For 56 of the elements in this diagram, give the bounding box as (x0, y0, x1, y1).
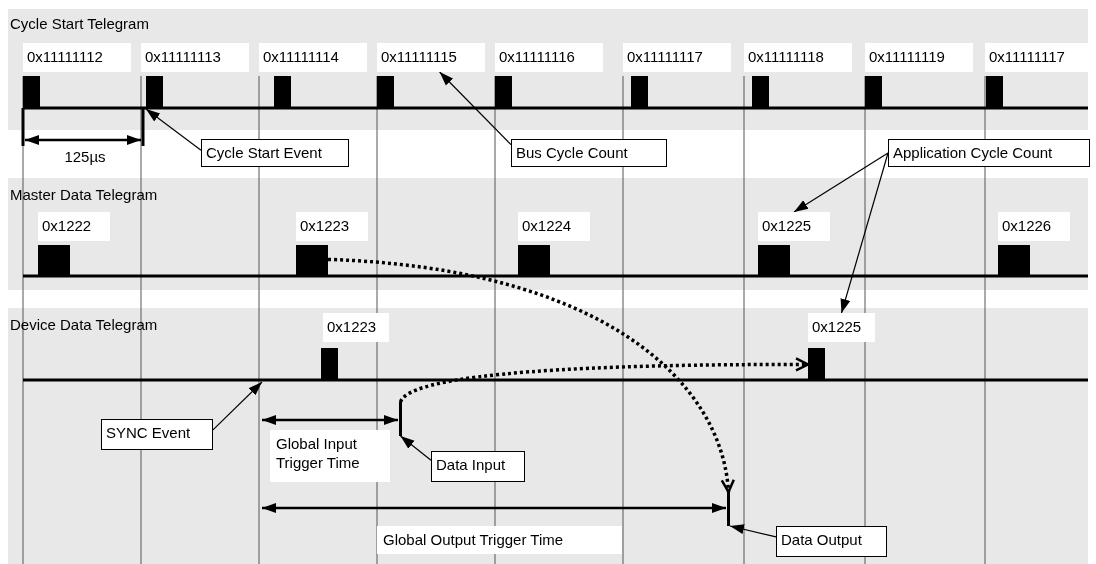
timeline-band (8, 308, 1088, 564)
callout-label: Data Output (776, 526, 887, 557)
telegram-pulse (986, 76, 1003, 109)
telegram-pulse (752, 76, 769, 109)
telegram-pulse (495, 76, 512, 109)
callout-label: Cycle Start Event (201, 139, 349, 167)
telegram-value: 0x11111113 (141, 43, 249, 72)
data-flow-arrow (327, 257, 734, 494)
telegram-value: 0x1223 (296, 212, 368, 241)
telegram-value: 0x1225 (758, 212, 830, 241)
telegram-pulse (296, 245, 328, 277)
callout-label: Bus Cycle Count (511, 139, 667, 167)
telegram-value: 0x11111116 (495, 43, 603, 72)
leader-line (399, 435, 432, 461)
telegram-value: 0x11111114 (259, 43, 367, 72)
leader-line (145, 108, 202, 151)
telegram-value: 0x1223 (323, 313, 389, 342)
dimension-label: Global Input Trigger Time (270, 430, 390, 482)
leader-line (793, 152, 889, 213)
telegram-pulse (274, 76, 291, 109)
telegram-pulse (998, 245, 1030, 277)
timeline-band (8, 178, 1088, 290)
telegram-value: 0x1226 (998, 212, 1070, 241)
telegram-pulse (321, 348, 338, 381)
telegram-pulse (38, 245, 70, 277)
telegram-value: 0x11111112 (23, 43, 131, 72)
dimension-label: Global Output Trigger Time (377, 526, 622, 554)
telegram-pulse (518, 245, 550, 277)
telegram-pulse (758, 245, 790, 277)
telegram-pulse (23, 76, 40, 109)
telegram-pulse (865, 76, 882, 109)
telegram-value: 0x1224 (518, 212, 590, 241)
telegram-pulse (631, 76, 648, 109)
band-title: Device Data Telegram (10, 316, 158, 334)
telegram-pulse (808, 348, 825, 381)
dimension-value: 125µs (63, 147, 107, 167)
telegram-value: 0x1222 (38, 212, 110, 241)
leader-line (439, 71, 512, 146)
event-marker (727, 492, 730, 526)
data-flow-arrow (399, 357, 810, 404)
band-title: Master Data Telegram (10, 186, 158, 204)
telegram-pulse (146, 76, 163, 109)
leader-line (729, 524, 777, 538)
telegram-value: 0x11111118 (744, 43, 852, 72)
callout-label: Data Input (431, 451, 525, 482)
callout-label: SYNC Event (101, 419, 213, 450)
telegram-value: 0x11111117 (623, 43, 731, 72)
callout-label: Application Cycle Count (888, 139, 1090, 167)
leader-line (840, 152, 889, 314)
telegram-value: 0x11111119 (865, 43, 973, 72)
telegram-value: 0x1225 (808, 313, 875, 342)
leader-line (212, 381, 263, 431)
band-title: Cycle Start Telegram (10, 15, 149, 33)
telegram-pulse (377, 76, 394, 109)
event-marker (399, 402, 402, 436)
telegram-value: 0x11111115 (377, 43, 485, 72)
